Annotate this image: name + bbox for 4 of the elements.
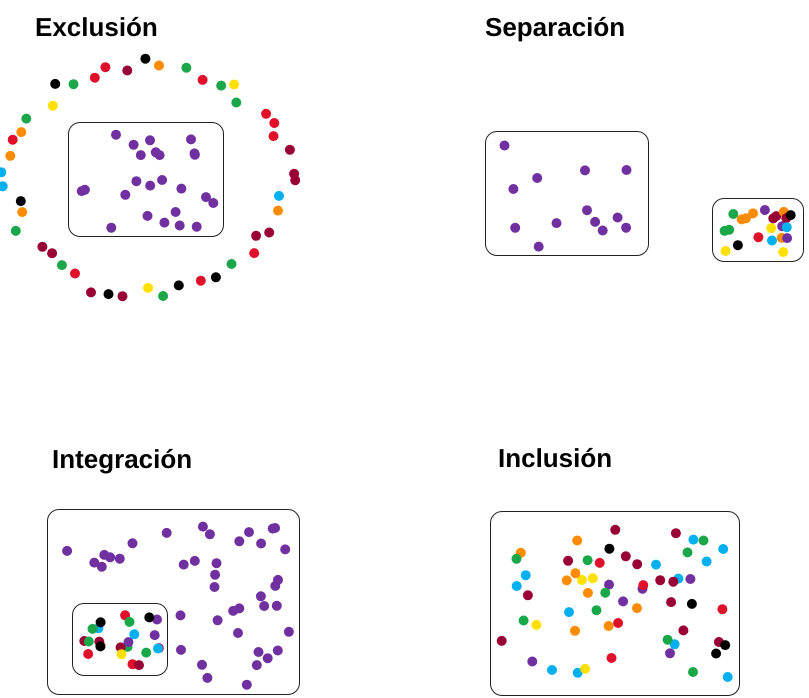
section-heading: Integración xyxy=(52,444,192,475)
section-heading: Exclusión xyxy=(35,12,158,43)
section-heading: Inclusión xyxy=(498,443,612,474)
section-heading: Separación xyxy=(485,12,626,43)
